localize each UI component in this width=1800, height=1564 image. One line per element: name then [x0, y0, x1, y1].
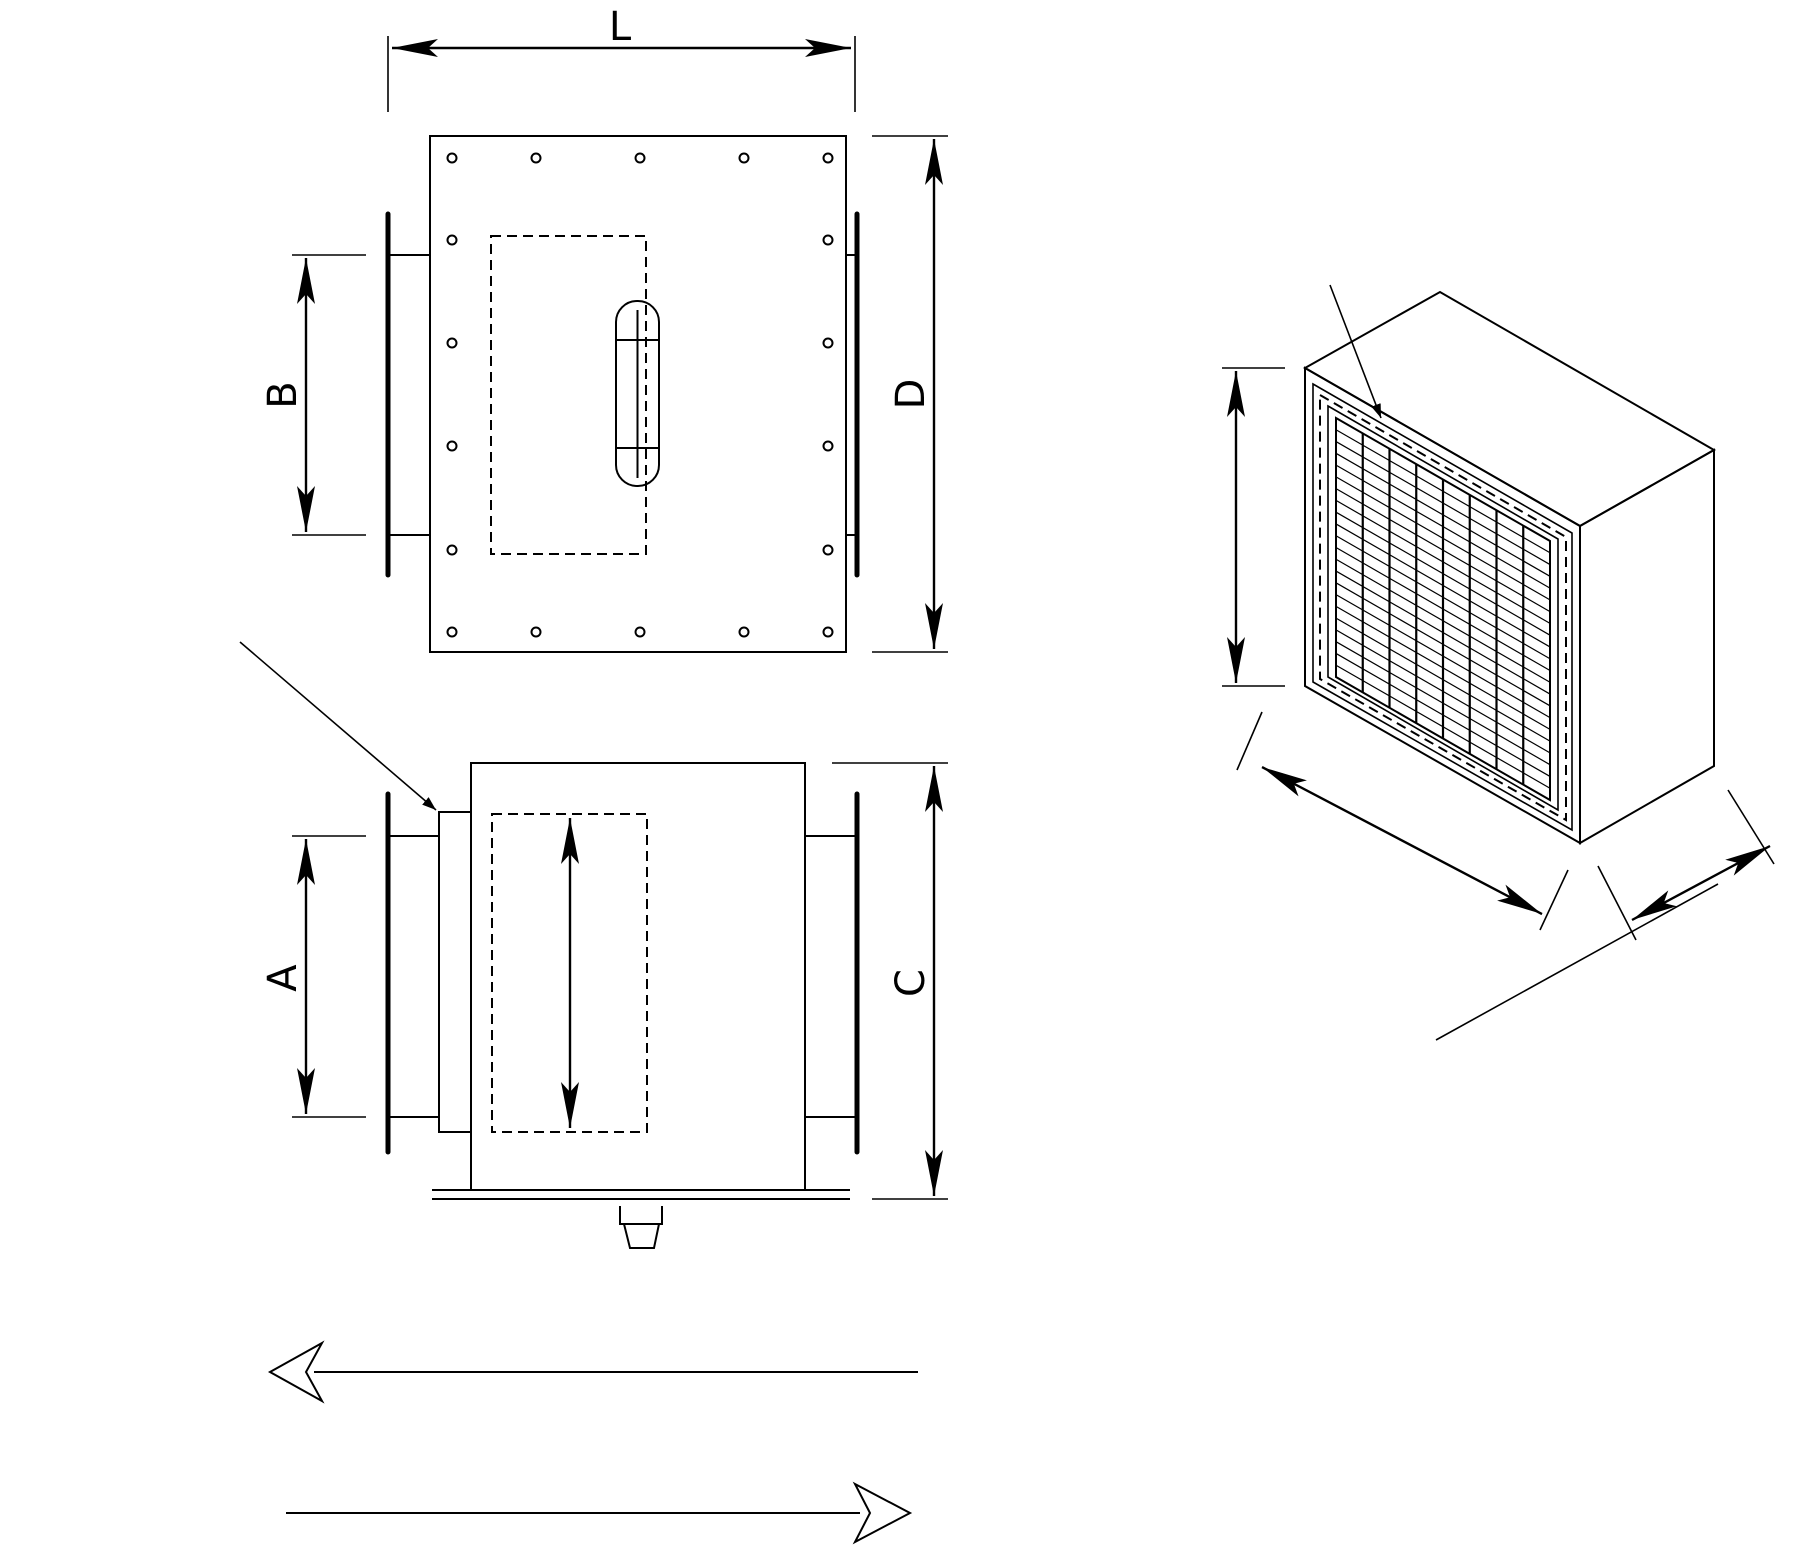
left-flange-front: [385, 791, 439, 1155]
base-rail: [432, 1189, 850, 1200]
filter-grid: [1335, 416, 1551, 802]
grid-line: [1335, 558, 1551, 683]
right-flange-top: [846, 211, 860, 578]
bolt: [822, 626, 834, 638]
front-collar: [438, 811, 472, 1133]
bolt: [530, 626, 542, 638]
bolt: [822, 234, 834, 246]
grid-line: [1335, 511, 1551, 636]
iso-length-dimension: [1236, 711, 1569, 931]
grid-line: [1335, 499, 1551, 624]
grid-line: [1335, 652, 1551, 777]
grid-line: [1335, 641, 1551, 766]
iso-height-dimension: [1222, 367, 1285, 687]
grid-line: [1335, 617, 1551, 742]
bolt: [822, 440, 834, 452]
grid-frame: [1335, 416, 1551, 802]
grid-line: [1335, 629, 1551, 754]
iso-top-face: [1302, 290, 1717, 528]
bolt: [446, 234, 458, 246]
iso-side-face: [1579, 448, 1715, 845]
bolt: [634, 626, 646, 638]
dimension-a: A: [260, 835, 366, 1118]
front-body: [470, 762, 806, 1191]
iso-depth-dimension: [1597, 789, 1775, 941]
leader-line-left: [239, 641, 437, 811]
dimension-d: D: [872, 135, 948, 653]
flow-arrow-left: [267, 1340, 918, 1404]
grid-line: [1335, 429, 1551, 554]
bolt: [738, 626, 750, 638]
dimension-b: B: [260, 254, 366, 536]
grid-line: [1335, 535, 1551, 660]
bolt: [446, 440, 458, 452]
bolt: [446, 544, 458, 556]
bolt: [738, 152, 750, 164]
grid-line: [1335, 546, 1551, 672]
grid-line: [1335, 488, 1551, 613]
bolt: [822, 544, 834, 556]
front-view: A C: [260, 762, 948, 1249]
label-a: A: [260, 964, 306, 992]
grid-line: [1335, 605, 1551, 730]
iso-front-face: [1304, 366, 1581, 845]
leader-line-iso: [1329, 284, 1382, 419]
grid-line: [1335, 441, 1551, 566]
flow-arrows: [267, 1340, 918, 1545]
bolt: [822, 337, 834, 349]
bolt: [446, 626, 458, 638]
access-panel-outline: [490, 235, 647, 555]
grid-line: [1335, 570, 1551, 695]
top-body: [429, 135, 847, 653]
label-l: L: [609, 4, 632, 50]
drain-spout: [619, 1206, 663, 1249]
left-flange-top: [385, 211, 430, 578]
bolt: [634, 152, 646, 164]
grid-line: [1335, 476, 1551, 601]
bolt: [822, 152, 834, 164]
bolt: [446, 152, 458, 164]
bolt-pattern: [446, 152, 834, 638]
flow-arrow-right: [286, 1481, 913, 1545]
label-d: D: [888, 379, 934, 410]
grid-line: [1335, 523, 1551, 648]
dimension-c: C: [832, 762, 948, 1200]
isometric-view: [1222, 284, 1775, 1041]
grid-line: [1335, 582, 1551, 707]
grid-line: [1335, 464, 1551, 589]
iso-reference-line: [1435, 883, 1719, 1041]
label-b: B: [260, 381, 306, 408]
bolt: [446, 337, 458, 349]
right-flange-front: [805, 791, 860, 1155]
bolt: [530, 152, 542, 164]
dimension-l: L: [387, 4, 856, 112]
grid-line: [1335, 594, 1551, 719]
grid-line: [1335, 452, 1551, 577]
label-c: C: [888, 969, 934, 997]
top-view: L B: [239, 4, 948, 811]
front-panel-outline: [491, 813, 648, 1133]
panel-handle: [615, 300, 660, 487]
